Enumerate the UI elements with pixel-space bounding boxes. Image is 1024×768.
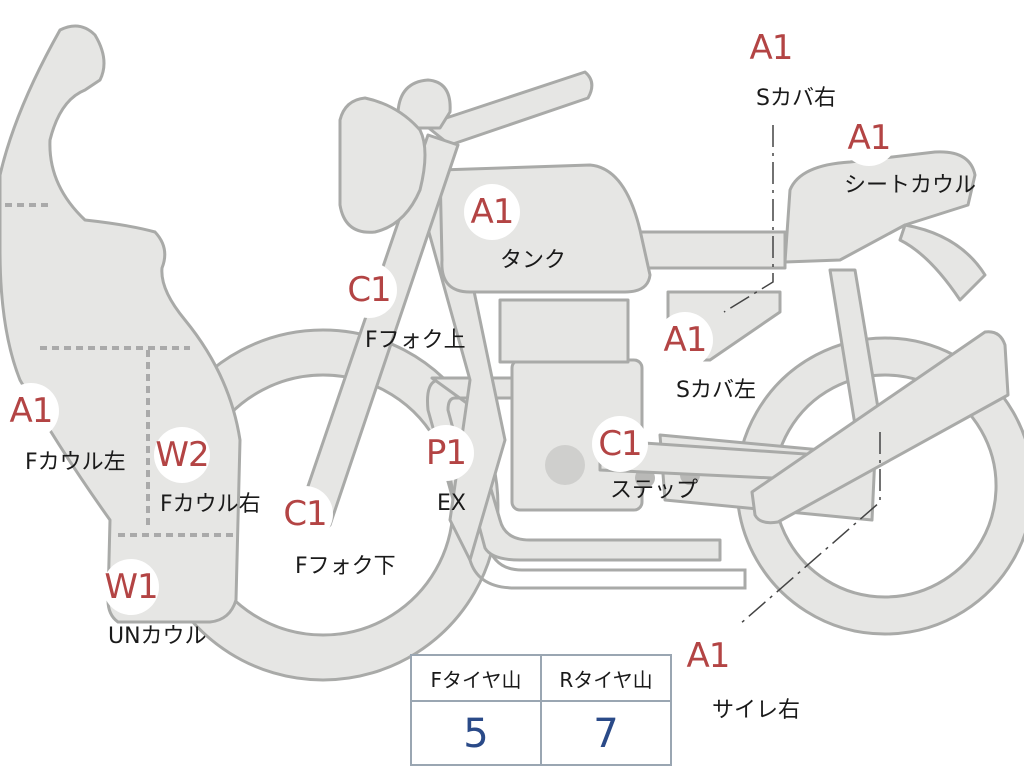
seat-frame [638,230,787,270]
seat-cowl [783,150,977,264]
code-badge-under-cowl: W1 [103,559,159,615]
front-cowl [0,24,242,624]
exhaust-pipe-upper [430,376,722,562]
code-badge-f-fork-lower: C1 [277,486,333,542]
leader-silencer-right [739,432,881,625]
seat-cowl-tail [898,223,987,302]
front-tire-header: Fタイヤ山 [412,656,540,702]
code-badge-f-cowl-left: A1 [3,383,59,439]
part-label-s-cover-left: Sカバ左 [676,378,756,403]
tire-tread-table: Fタイヤ山 Rタイヤ山 5 7 [410,654,672,766]
code-badge-step: C1 [592,416,648,472]
rear-tire-header: Rタイヤ山 [540,656,670,702]
part-label-f-cowl-right: Fカウル右 [160,492,261,517]
part-label-silencer-right: サイレ右 [712,698,801,723]
part-label-tank: タンク [500,248,567,273]
meter [396,78,452,130]
code-badge-s-cover-right: A1 [743,20,799,76]
front-tire-value: 5 [463,711,489,757]
part-label-f-fork-upper: Fフォク上 [365,328,466,353]
part-label-step: ステップ [610,478,699,503]
handlebar [423,70,594,147]
code-badge-tank: A1 [464,184,520,240]
part-label-f-fork-lower: Fフォク下 [295,554,396,579]
engine [498,298,700,512]
part-label-exhaust: EX [437,491,466,516]
code-badge-s-cover-left: A1 [657,312,713,368]
part-label-under-cowl: UNカウル [108,624,207,649]
code-badge-silencer-right: A1 [680,628,736,684]
code-badge-exhaust: P1 [418,425,474,481]
headlight [338,96,427,234]
silencer [750,330,1010,525]
rear-wheel [735,336,1024,636]
rear-tire-value: 7 [540,702,670,766]
leader-s-cover-right [723,125,774,313]
code-badge-seat-cowl: A1 [841,110,897,166]
part-label-seat-cowl: シートカウル [844,173,977,198]
code-badge-f-cowl-right: W2 [154,427,210,483]
code-badge-f-fork-upper: C1 [341,262,397,318]
part-label-s-cover-right: Sカバ右 [756,86,836,111]
part-label-f-cowl-left: Fカウル左 [25,450,126,475]
